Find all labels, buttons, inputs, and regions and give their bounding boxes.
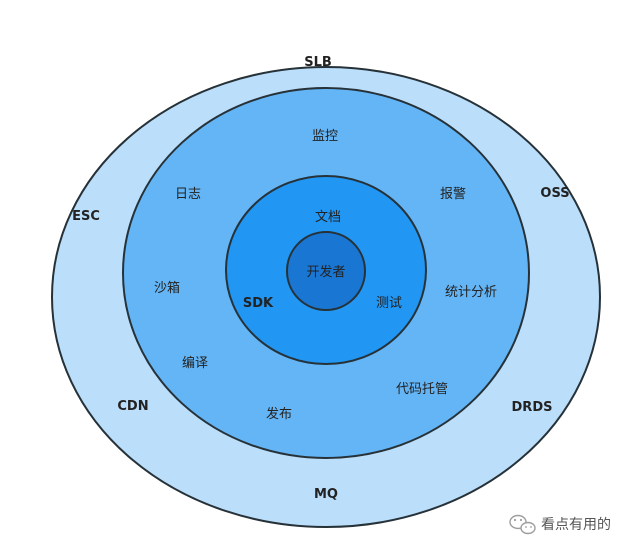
core-label-developer: 开发者 xyxy=(306,264,345,280)
middle-label-sandbox: 沙箱 xyxy=(154,280,180,296)
middle-label-monitor: 监控 xyxy=(312,129,338,144)
outer-label-oss: OSS xyxy=(540,186,569,201)
outer-label-mq: MQ xyxy=(314,487,338,502)
inner-label-sdk: SDK xyxy=(243,296,274,311)
inner-label-testing: 测试 xyxy=(376,296,402,311)
middle-label-compile: 编译 xyxy=(182,356,208,371)
core-circle xyxy=(286,231,366,311)
middle-label-alarm: 报警 xyxy=(440,186,466,202)
outer-label-esc: ESC xyxy=(72,209,100,224)
watermark-text: 看点有用的 xyxy=(541,517,611,533)
wechat-icon xyxy=(509,514,536,535)
middle-label-code-hosting: 代码托管 xyxy=(396,382,448,397)
middle-label-release: 发布 xyxy=(266,406,292,422)
middle-label-log: 日志 xyxy=(175,187,201,202)
inner-label-docs: 文档 xyxy=(315,210,341,225)
outer-label-slb: SLB xyxy=(304,55,332,70)
middle-label-analytics: 统计分析 xyxy=(445,285,497,300)
outer-label-cdn: CDN xyxy=(117,399,148,414)
outer-label-drds: DRDS xyxy=(512,400,553,415)
